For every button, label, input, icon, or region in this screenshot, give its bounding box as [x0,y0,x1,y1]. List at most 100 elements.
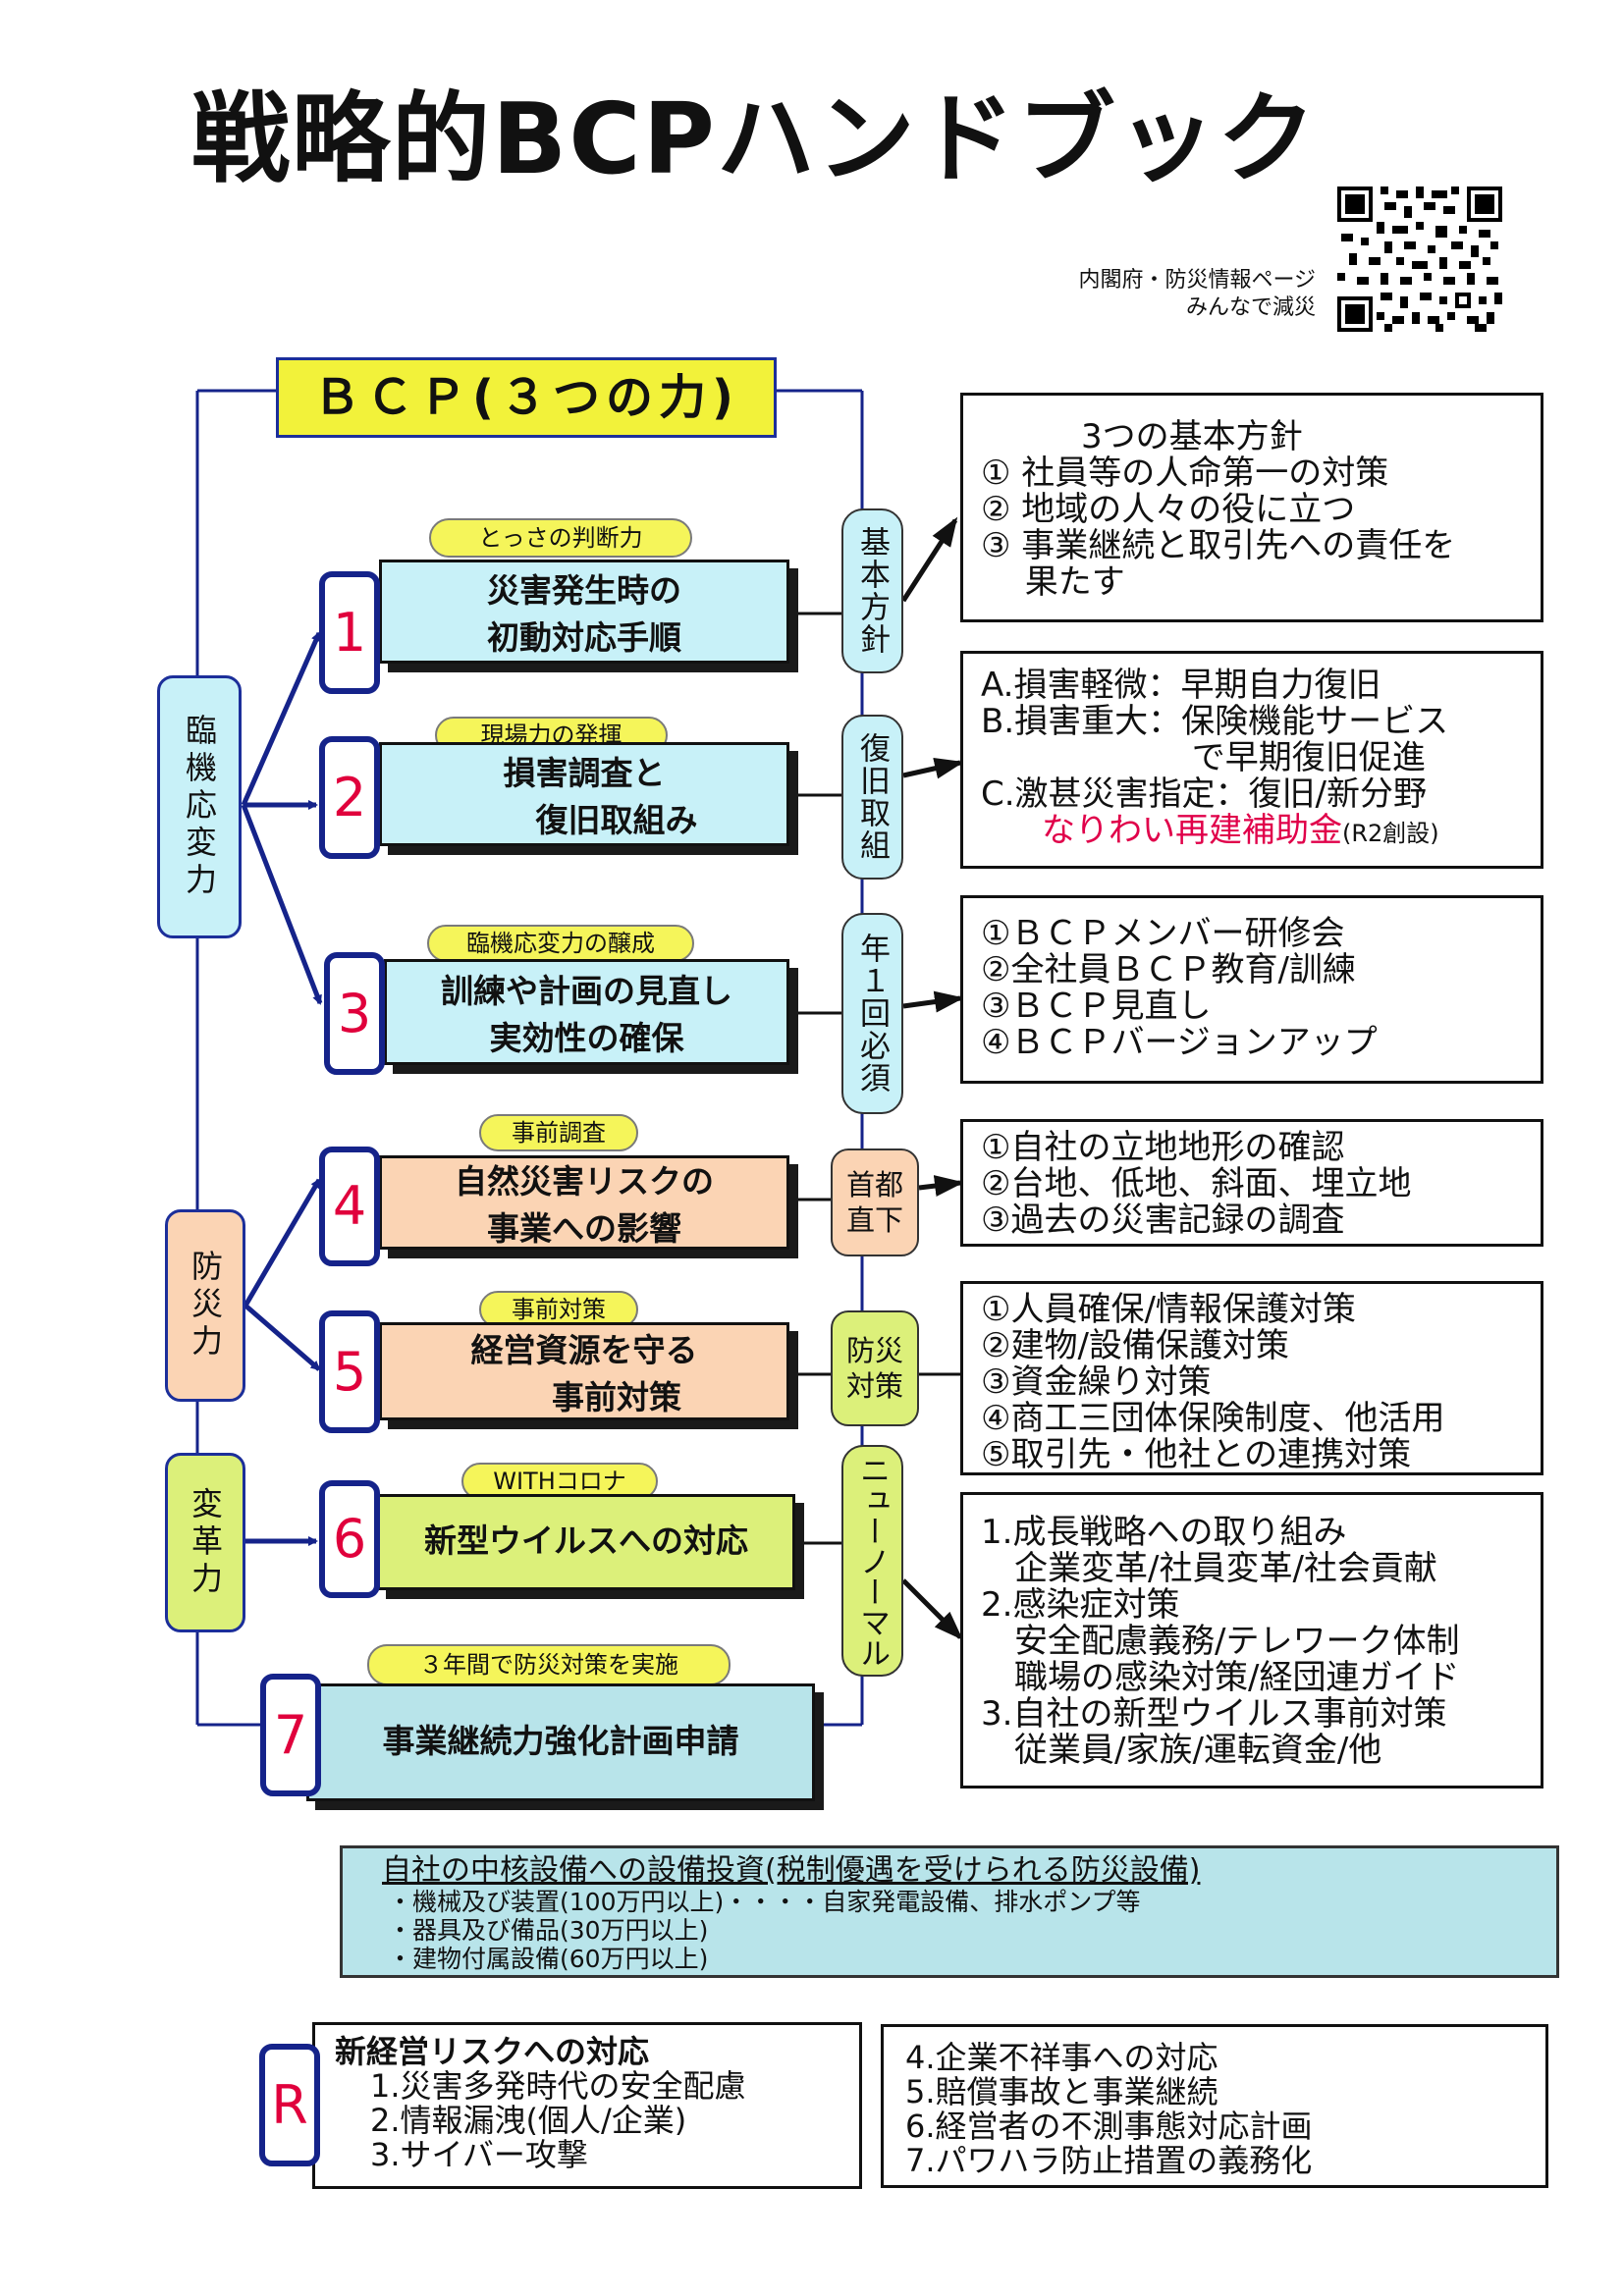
box-line: 職場の感染対策/経団連ガイド [981,1658,1460,1697]
box-line: なりわい再建補助金(R2創設) [981,813,1523,852]
step-text: 災害発生時の [487,571,681,610]
qr-code-icon[interactable] [1337,187,1502,332]
box-line: ②台地、低地、斜面、埋立地 [981,1164,1412,1203]
box-line: 1.成長戦略への取り組み [981,1513,1347,1552]
box-line: 3.自社の新型ウイルス事前対策 [981,1694,1447,1734]
tag-quick-judgment: とっさの判断力 [429,518,692,558]
step-text: 事業継続力強化計画申請 [382,1722,739,1760]
pill-capital-direct-text: 首都直下 [845,1168,903,1237]
box-line: ① 社員等の人命第一の対策 [981,454,1389,493]
qr-caption-line: 内閣府・防災情報ページ [1078,268,1316,293]
box-disaster-measures: ①人員確保/情報保護対策 ②建物/設備保護対策 ③資金繰り対策 ④商工三団体保険… [960,1281,1543,1475]
tag-with-corona: WITHコロナ [461,1463,658,1500]
page-title: 戦略的BCPハンドブック [191,81,1318,196]
label-disaster-prevention: 防災力 [165,1209,245,1402]
box-line: 従業員/家族/運転資金/他 [981,1731,1382,1770]
tag-pre-survey: 事前調査 [479,1114,638,1151]
equipment-item: ・器具及び備品(30万円以上) [388,1916,709,1945]
pill-capital-direct: 首都直下 [831,1148,919,1256]
box-line: 2.感染症対策 [981,1585,1180,1625]
box-line: で早期復旧促進 [981,738,1426,777]
step-text: 事業への影響 [487,1209,681,1248]
box-line: ③ 事業継続と取引先への責任を [981,526,1456,565]
box-line: ⑤取引先・他社との連携対策 [981,1435,1412,1474]
box-line: ①人員確保/情報保護対策 [981,1290,1356,1329]
tag-pre-measures: 事前対策 [479,1291,638,1328]
box-line: ③過去の災害記録の調査 [981,1201,1345,1240]
box-line: A.損害軽微：早期自力復旧 [981,666,1381,705]
box-line: ②建物/設備保護対策 [981,1326,1289,1365]
risk-box-left: 新経営リスクへの対応 1.災害多発時代の安全配慮 2.情報漏洩(個人/企業) 3… [312,2022,862,2189]
step-1-box: 災害発生時の 初動対応手順 [379,560,789,664]
subsidy-note: (R2創設) [1342,820,1439,847]
pill-recovery: 復旧取組 [841,715,903,880]
box-basic-policy: 3つの基本方針 ① 社員等の人命第一の対策 ② 地域の人々の役に立つ ③ 事業継… [960,393,1543,622]
step-number-6: 6 [319,1480,380,1598]
bcp-header-box: ＢＣＰ(３つの力) [276,357,777,438]
step-3-box: 訓練や計画の見直し 実効性の確保 [384,959,789,1065]
risk-item: 4.企業不祥事への対応 [905,2039,1218,2076]
box-line: ④ＢＣＰバージョンアップ [981,1023,1378,1062]
step-5-box: 経営資源を守る 事前対策 [379,1322,789,1420]
subsidy-highlight: なりわい再建補助金 [1042,811,1342,850]
label-crisis-response: 臨機応変力 [157,675,242,938]
step-text: 経営資源を守る [470,1331,698,1369]
step-7-box: 事業継続力強化計画申請 [306,1683,815,1801]
step-text: 新型ウイルスへの対応 [424,1522,748,1560]
box-line: ①自社の立地地形の確認 [981,1128,1345,1167]
step-text: 復旧取組み [470,801,698,839]
equipment-investment-box: 自社の中核設備への設備投資(税制優遇を受けられる防災設備) ・機械及び装置(10… [340,1845,1559,1978]
step-4-box: 自然災害リスクの 事業への影響 [379,1155,789,1250]
equipment-investment-title: 自社の中核設備への設備投資(税制優遇を受けられる防災設備) [382,1853,1201,1888]
risk-item: 1.災害多発時代の安全配慮 [370,2067,746,2105]
box-line: ②全社員ＢＣＰ教育/訓練 [981,950,1356,989]
step-text: 損害調査と [503,754,666,792]
step-number-7: 7 [260,1674,321,1796]
box-line: C.激甚災害指定：復旧/新分野 [981,774,1428,814]
box-new-normal: 1.成長戦略への取り組み 企業変革/社員変革/社会貢献 2.感染症対策 安全配慮… [960,1492,1543,1789]
box-line: ①ＢＣＰメンバー研修会 [981,914,1345,953]
risk-title: 新経営リスクへの対応 [335,2033,650,2070]
step-text: 初動対応手順 [487,618,681,657]
pill-basic-policy: 基本方針 [841,508,903,673]
label-reform: 変革力 [165,1453,245,1632]
step-number-5: 5 [319,1310,380,1433]
box-line: ② 地域の人々の役に立つ [981,490,1356,529]
step-6-box: 新型ウイルスへの対応 [377,1494,795,1590]
qr-caption: 内閣府・防災情報ページ みんなで減災 [943,267,1316,322]
box-line: 安全配慮義務/テレワーク体制 [981,1622,1460,1661]
pill-new-normal: ニューノーマル [841,1445,903,1677]
step-number-2: 2 [319,736,380,859]
box-line: ④商工三団体保険制度、他活用 [981,1399,1445,1438]
pill-disaster-measures: 防災対策 [831,1310,919,1426]
risk-item: 3.サイバー攻撃 [370,2136,588,2173]
pill-annual-required: 年１回必須 [841,913,903,1114]
equipment-item: ・機械及び装置(100万円以上)・・・・自家発電設備、排水ポンプ等 [388,1888,1141,1916]
step-text: 自然災害リスクの [455,1162,714,1201]
box-line: B.損害重大：保険機能サービス [981,702,1449,741]
box-line: 企業変革/社員変革/社会貢献 [981,1549,1437,1588]
box-line: 3つの基本方針 [981,417,1303,456]
box-annual-training: ①ＢＣＰメンバー研修会 ②全社員ＢＣＰ教育/訓練 ③ＢＣＰ見直し ④ＢＣＰバージ… [960,895,1543,1084]
risk-item: 7.パワハラ防止措置の義務化 [905,2142,1313,2179]
risk-label-r: R [259,2044,320,2166]
tag-flexibility: 臨機応変力の醸成 [427,925,694,962]
box-site-survey: ①自社の立地地形の確認 ②台地、低地、斜面、埋立地 ③過去の災害記録の調査 [960,1119,1543,1247]
qr-caption-line: みんなで減災 [1185,295,1316,320]
box-line: ③資金繰り対策 [981,1362,1212,1402]
box-recovery: A.損害軽微：早期自力復旧 B.損害重大：保険機能サービス で早期復旧促進 C.… [960,651,1543,869]
tag-three-years: ３年間で防災対策を実施 [367,1644,731,1685]
risk-item: 6.経営者の不測事態対応計画 [905,2108,1313,2145]
risk-item: 5.賠償事故と事業継続 [905,2073,1218,2110]
box-line: ③ＢＣＰ見直し [981,987,1212,1026]
step-number-4: 4 [319,1147,380,1266]
step-text: 実効性の確保 [489,1019,684,1057]
step-2-box: 損害調査と 復旧取組み [379,742,789,846]
step-number-3: 3 [324,952,385,1075]
risk-item: 2.情報漏洩(個人/企業) [370,2102,687,2139]
step-text: 訓練や計画の見直し [441,972,732,1010]
step-number-1: 1 [319,571,380,694]
pill-disaster-measures-text: 防災対策 [845,1334,903,1403]
risk-box-right: 4.企業不祥事への対応 5.賠償事故と事業継続 6.経営者の不測事態対応計画 7… [881,2024,1548,2188]
equipment-item: ・建物付属設備(60万円以上) [388,1945,709,1973]
